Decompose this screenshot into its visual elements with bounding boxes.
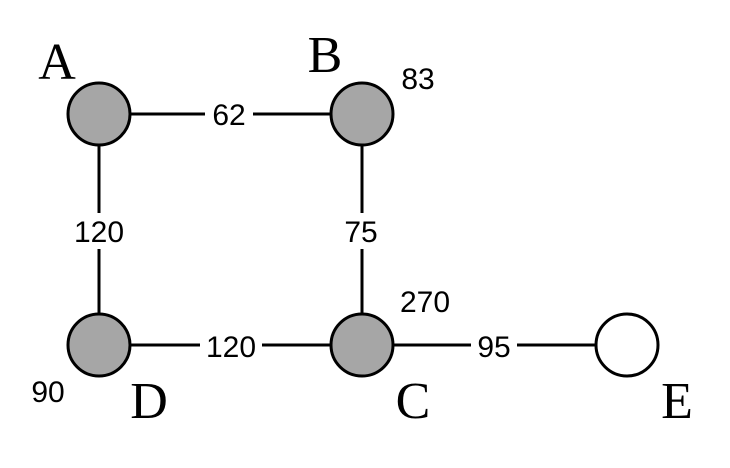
node-label-e: E (661, 373, 693, 430)
node-label-a: A (38, 34, 76, 91)
node-label-d: D (130, 373, 168, 430)
node-a (66, 81, 132, 147)
node-values: 83 270 90 (31, 63, 450, 409)
node-value-d: 90 (31, 376, 64, 409)
node-value-c: 270 (400, 286, 450, 319)
node-e (594, 312, 660, 378)
node-label-b: B (308, 27, 343, 84)
node-label-c: C (396, 373, 431, 430)
edge-weight-b-c: 75 (344, 216, 377, 249)
edge-weight-d-c: 120 (206, 331, 256, 364)
edge-weight-a-d: 120 (74, 216, 124, 249)
nodes (66, 81, 660, 378)
node-letters: A B C D E (38, 27, 693, 430)
edge-labels: 62 75 120 120 95 (68, 98, 517, 364)
node-b (329, 81, 395, 147)
node-value-b: 83 (401, 63, 434, 96)
edge-weight-a-b: 62 (212, 99, 245, 132)
node-d (66, 312, 132, 378)
edge-weight-c-e: 95 (477, 331, 510, 364)
node-c (329, 312, 395, 378)
